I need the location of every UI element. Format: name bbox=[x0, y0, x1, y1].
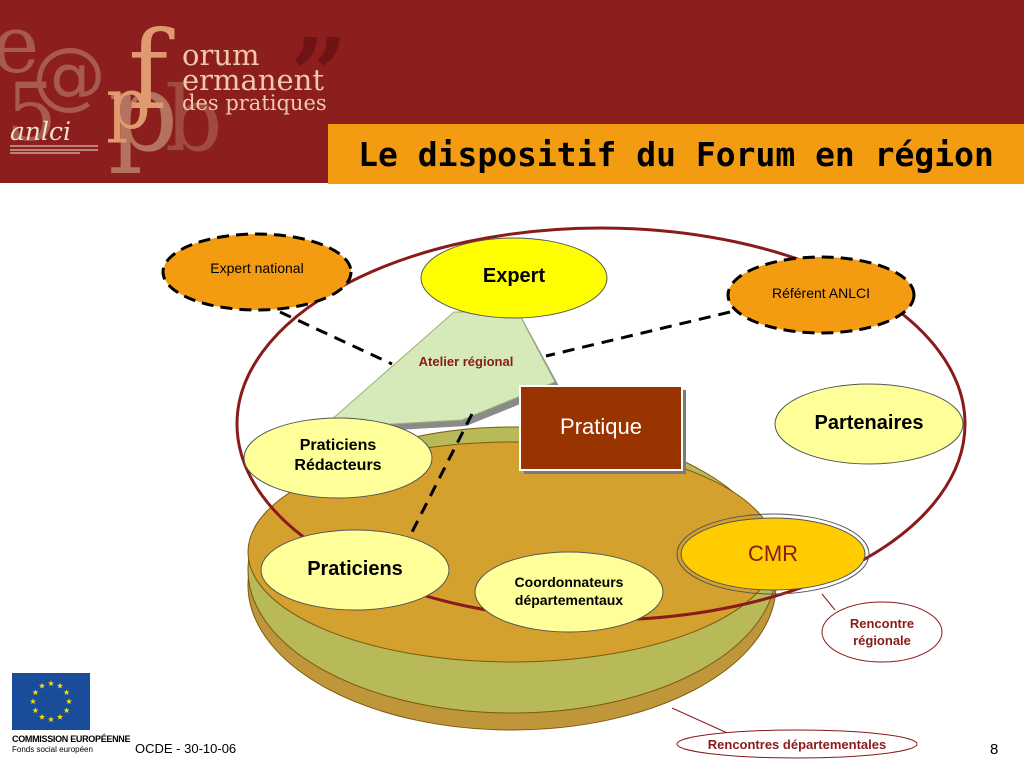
rencontres-departementales-label: Rencontres départementales bbox=[677, 737, 917, 752]
rencontre-regionale-line1: Rencontre bbox=[849, 616, 915, 631]
eu-star bbox=[47, 680, 55, 687]
cmr-label: CMR bbox=[681, 541, 865, 567]
cmr-node-outer bbox=[676, 513, 870, 595]
slide-title: Le dispositif du Forum en région bbox=[358, 134, 994, 174]
expert-national-text: Expert national bbox=[210, 260, 304, 276]
eu-commission-text: COMMISSION EUROPÉENNE bbox=[12, 734, 131, 744]
eu-star bbox=[56, 713, 64, 720]
eu-fund-text: Fonds social européen bbox=[12, 745, 93, 754]
eu-star bbox=[32, 689, 39, 696]
rencontres-departementales-callout-line bbox=[671, 707, 735, 737]
logo-ghost-b: b bbox=[165, 67, 223, 172]
eu-star bbox=[29, 698, 37, 705]
logo-letter-p: p bbox=[106, 63, 151, 145]
connector-expert-national bbox=[279, 310, 393, 366]
coordonnateurs-line1: Coordonnateurs bbox=[514, 574, 624, 590]
praticiens-redacteurs-line1: Praticiens bbox=[299, 437, 377, 454]
expert-node bbox=[420, 237, 608, 319]
pratique-text: Pratique bbox=[560, 414, 642, 439]
cmr-node bbox=[680, 517, 866, 591]
logo-line-orum: orum bbox=[182, 38, 260, 72]
referent-text: Référent ANLCI bbox=[771, 285, 871, 301]
logo-letter-f: f bbox=[128, 9, 175, 134]
praticiens-node bbox=[260, 529, 450, 611]
coordonnateurs-node bbox=[474, 551, 664, 633]
partenaires-label: Partenaires bbox=[775, 412, 963, 435]
atelier-text: Atelier régional bbox=[418, 354, 514, 369]
eu-star bbox=[56, 682, 64, 689]
rencontre-regionale-label: Rencontre régionale bbox=[822, 615, 942, 649]
referent-label: Référent ANLCI bbox=[728, 285, 914, 301]
logo-anlci: anlci bbox=[10, 117, 71, 146]
expert-national-label: Expert national bbox=[163, 260, 351, 276]
eu-star bbox=[63, 707, 70, 714]
forum-logo: e 5 @ p b ” f orum p ermanent des pratiq… bbox=[0, 0, 348, 176]
praticiens-text: Praticiens bbox=[307, 558, 403, 580]
rencontre-regionale-line2: régionale bbox=[853, 633, 911, 648]
connector-praticiens bbox=[406, 413, 474, 541]
logo-ghost-at: @ bbox=[32, 32, 106, 118]
pratique-box bbox=[519, 385, 683, 471]
expert-text: Expert bbox=[482, 265, 546, 287]
rencontre-regionale-callout bbox=[821, 601, 943, 663]
rencontres-departementales-text: Rencontres départementales bbox=[707, 737, 887, 752]
coordonnateurs-label: Coordonnateurs départementaux bbox=[475, 573, 663, 609]
logo-ghost-p: p bbox=[108, 48, 178, 176]
logo-ghost-5: 5 bbox=[6, 66, 57, 159]
praticiens-label: Praticiens bbox=[261, 558, 449, 581]
connector-referent bbox=[545, 310, 731, 358]
eu-star bbox=[38, 682, 46, 689]
eu-star bbox=[65, 698, 73, 705]
logo-line-ermanent: ermanent bbox=[182, 63, 324, 97]
eu-star bbox=[38, 713, 46, 720]
atelier-label: Atelier régional bbox=[398, 354, 534, 369]
rencontres-departementales-callout bbox=[676, 729, 918, 759]
partenaires-text: Partenaires bbox=[814, 412, 924, 434]
logo-ghost-e: e bbox=[0, 0, 39, 91]
rencontre-regionale-callout-line bbox=[821, 593, 836, 611]
coordonnateurs-line2: départementaux bbox=[514, 592, 624, 608]
expert-label: Expert bbox=[420, 265, 608, 288]
praticiens-redacteurs-line2: Rédacteurs bbox=[294, 457, 382, 474]
praticiens-redacteurs-node bbox=[243, 417, 433, 499]
header-band: e 5 @ p b ” f orum p ermanent des pratiq… bbox=[0, 0, 1024, 184]
praticiens-redacteurs-label: Praticiens Rédacteurs bbox=[244, 436, 432, 476]
eu-flag-icon bbox=[12, 673, 90, 730]
title-banner: Le dispositif du Forum en région bbox=[328, 124, 1024, 184]
page-number: 8 bbox=[990, 741, 999, 758]
footer-date: OCDE - 30-10-06 bbox=[135, 741, 237, 756]
logo-line-des-pratiques: des pratiques bbox=[182, 91, 327, 115]
pratique-label: Pratique bbox=[520, 414, 682, 440]
eu-star bbox=[47, 716, 55, 723]
eu-star bbox=[63, 689, 70, 696]
referent-anlci-node bbox=[726, 255, 916, 335]
logo-ghost-quote: ” bbox=[290, 16, 348, 134]
partenaires-node bbox=[774, 383, 964, 465]
expert-national-node bbox=[161, 232, 353, 312]
cmr-text: CMR bbox=[747, 541, 799, 566]
eu-star bbox=[32, 707, 39, 714]
